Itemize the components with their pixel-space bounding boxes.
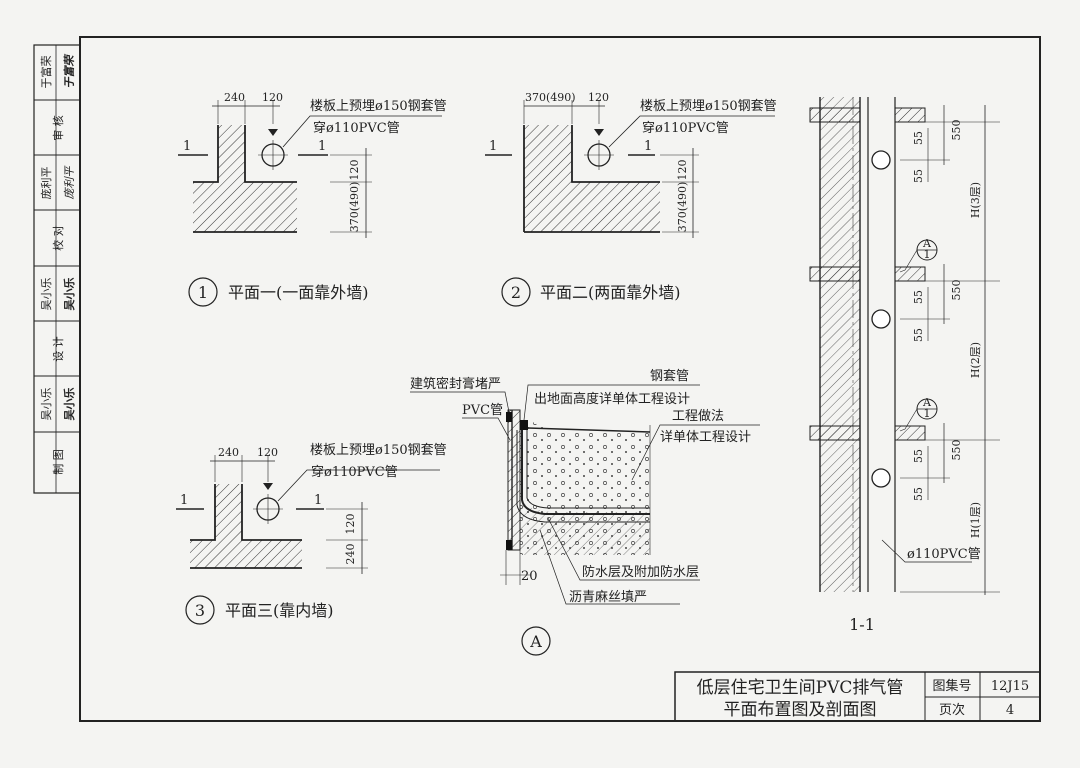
plan3-caption: 平面三(靠内墙) [225, 601, 334, 620]
plan1-dim-v370: 370(490) [348, 182, 361, 233]
strip-signature-3: 庞利平 [63, 166, 76, 200]
plan1-dim-120: 120 [262, 91, 283, 104]
plan1-number-circle [188, 277, 218, 307]
plan-2: 1 1 370(490) 120 楼板上预埋ø150钢套管 穿ø110PVC管 … [485, 91, 777, 307]
plan1-dim-v120: 120 [348, 160, 361, 181]
section-h-1: H(1层) [969, 502, 982, 538]
section-dim-55-a: 55 [912, 131, 925, 145]
title-block: 低层住宅卫生间PVC排气管 平面布置图及剖面图 图集号 12J15 页次 4 [674, 671, 1041, 722]
plan2-cut-left: 1 [489, 139, 497, 154]
plan2-note-sleeve: 楼板上预埋ø150钢套管 [640, 98, 777, 114]
strip-signature-5: 吴小乐 [62, 278, 76, 311]
plan3-number-circle [185, 595, 215, 625]
section-title: 1-1 [849, 615, 875, 634]
plan2-caption: 平面二(两面靠外墙) [540, 283, 681, 302]
plan1-note-pvc: 穿ø110PVC管 [313, 120, 400, 136]
plan-3: 1 1 240 120 楼板上预埋ø150钢套管 穿ø110PVC管 120 2… [176, 442, 447, 625]
plan2-number: 2 [511, 283, 521, 302]
signature-strip: 于富荣 于富荣 审 核 庞利平 庞利平 校 对 吴小乐 吴小乐 设 计 吴小乐 … [33, 44, 81, 494]
plan3-dim-v120: 120 [344, 514, 357, 535]
plan3-cut-right: 1 [314, 493, 322, 508]
detailA-number-circle [521, 626, 551, 656]
plan3-number: 3 [195, 601, 205, 620]
plan3-dim-120: 120 [257, 446, 278, 459]
plan2-dim-v370: 370(490) [676, 182, 689, 233]
section-pipe-label: ø110PVC管 [907, 547, 981, 562]
section-dim-55-f: 55 [912, 487, 925, 501]
section-dim-550-mid: 550 [950, 280, 963, 301]
detailA-label-waterproof: 防水层及附加防水层 [582, 564, 699, 580]
section-ref-upper-detail: A [922, 237, 932, 250]
section-dim-55-c: 55 [912, 290, 925, 304]
strip-name-3: 庞利平 [39, 167, 53, 200]
page-value: 4 [1006, 703, 1014, 718]
section-1-1: 550 550 550 55 55 55 55 55 55 H(3层) H(2层… [809, 97, 1000, 634]
detailA-number: A [529, 632, 542, 651]
detailA-label-height: 出地面高度详单体工程设计 [534, 391, 690, 407]
page-label: 页次 [939, 702, 965, 718]
title-line-1: 低层住宅卫生间PVC排气管 [697, 678, 904, 698]
detailA-label-pvc: PVC管 [462, 403, 503, 418]
plan3-cut-left: 1 [180, 493, 188, 508]
strip-role-review: 审 核 [51, 115, 65, 141]
section-ref-lower-sheet: 1 [924, 407, 931, 420]
detailA-label-seal: 建筑密封膏堵严 [410, 376, 501, 392]
section-dim-55-e: 55 [912, 449, 925, 463]
detailA-dim-20: 20 [521, 569, 538, 584]
section-ref-upper-sheet: 1 [924, 248, 931, 261]
detailA-label-work-detail: 详单体工程设计 [660, 430, 751, 445]
detailA-label-work: 工程做法 [672, 409, 724, 424]
section-ref-lower-detail: A [922, 396, 932, 409]
detail-a: 20 建筑密封膏堵严 PVC管 钢套管 出地面高度详单体工程设计 工程做法 详单… [410, 368, 760, 656]
plan2-note-pvc: 穿ø110PVC管 [642, 120, 729, 136]
atlas-number-value: 12J15 [991, 679, 1029, 694]
section-dim-550-top: 550 [950, 120, 963, 141]
detailA-label-steel: 钢套管 [650, 368, 689, 384]
strip-signature-1: 于富荣 [63, 54, 76, 89]
plan3-note-pvc: 穿ø110PVC管 [311, 464, 398, 480]
plan1-cut-left: 1 [183, 139, 191, 154]
plan3-note-sleeve: 楼板上预埋ø150钢套管 [310, 442, 447, 458]
section-dim-550-bot: 550 [950, 440, 963, 461]
title-line-2: 平面布置图及剖面图 [724, 700, 877, 720]
strip-role-check: 校 对 [51, 225, 65, 251]
section-h-2: H(2层) [969, 342, 982, 378]
strip-role-draw: 制 图 [52, 449, 65, 475]
plan2-dim-120: 120 [588, 91, 609, 104]
strip-signature-7: 吴小乐 [62, 388, 76, 421]
plan1-dim-240: 240 [224, 91, 245, 104]
plan3-dim-240: 240 [218, 446, 239, 459]
plan2-dim-370: 370(490) [525, 91, 576, 104]
strip-name-7: 吴小乐 [40, 388, 53, 421]
strip-name-5: 吴小乐 [40, 278, 53, 311]
section-dim-55-b: 55 [912, 169, 925, 183]
plan2-dim-v120: 120 [676, 160, 689, 181]
section-h-3: H(3层) [969, 182, 982, 218]
detailA-label-asphalt: 沥青麻丝填严 [569, 590, 647, 605]
plan1-cut-right: 1 [318, 139, 326, 154]
plan1-number: 1 [198, 283, 208, 302]
plan3-dim-v240: 240 [344, 544, 357, 565]
strip-role-design: 设 计 [52, 336, 65, 362]
atlas-number-label: 图集号 [932, 678, 971, 694]
plan2-number-circle [501, 277, 531, 307]
plan2-cut-right: 1 [644, 139, 652, 154]
plan1-caption: 平面一(一面靠外墙) [228, 283, 369, 302]
plan1-note-sleeve: 楼板上预埋ø150钢套管 [310, 98, 447, 114]
strip-name-1: 于富荣 [39, 56, 53, 89]
section-dim-55-d: 55 [912, 328, 925, 342]
plan-1: 1 1 240 120 楼板上预埋ø150钢套管 穿ø110PVC管 120 3… [178, 91, 447, 307]
